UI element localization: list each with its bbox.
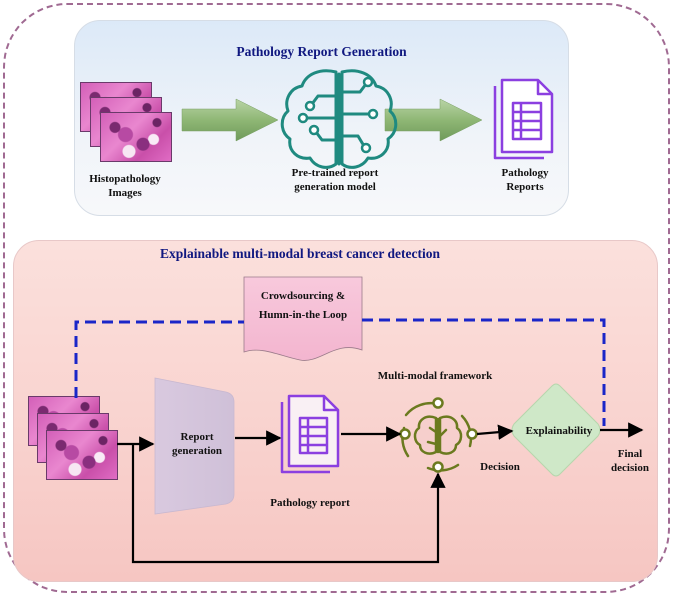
- arrow-image-bypass-to-framework: [131, 444, 446, 564]
- explainability-label: Explainability: [525, 425, 593, 437]
- histology-image-3: [100, 112, 172, 162]
- pathology-report-label: Pathology report: [270, 497, 350, 509]
- histology-label: Histopathology Images: [89, 173, 161, 199]
- outer-dashed-border: [3, 3, 670, 593]
- report-generation-label: Report generation: [171, 431, 223, 457]
- reports-label: Pathology Reports: [501, 167, 549, 193]
- arrow-model-to-reports: [384, 98, 483, 142]
- feedback-loop-dashed-right: [362, 318, 606, 426]
- model-label: Pre-trained report generation model: [291, 167, 379, 193]
- explainability-diamond: [511, 383, 601, 477]
- brain-circuit-icon: [280, 69, 398, 169]
- decision-label: Decision: [480, 461, 520, 473]
- crowdsourcing-box: [243, 276, 363, 361]
- arrow-images-to-model: [181, 98, 279, 142]
- report-generation-box: [154, 377, 235, 515]
- detection-title: Explainable multi-modal breast cancer de…: [160, 246, 440, 261]
- report-generation-title: Pathology Report Generation: [236, 44, 407, 59]
- pathology-report-icon: [280, 394, 340, 474]
- input-image-3: [46, 430, 118, 480]
- pathology-reports-icon: [493, 78, 554, 160]
- feedback-loop-dashed: [74, 320, 244, 398]
- multimodal-brain-icon: [401, 401, 473, 472]
- arrow-framework-to-explainability: [476, 424, 514, 440]
- crowdsourcing-label: Crowdsourcing & Humn-in-the Loop: [258, 290, 348, 321]
- final-decision-label: Final decision: [611, 448, 649, 474]
- brain-circuit-nodes: [297, 76, 379, 154]
- framework-label: Multi-modal framework: [377, 370, 493, 382]
- multimodal-brain-nodes: [399, 397, 478, 473]
